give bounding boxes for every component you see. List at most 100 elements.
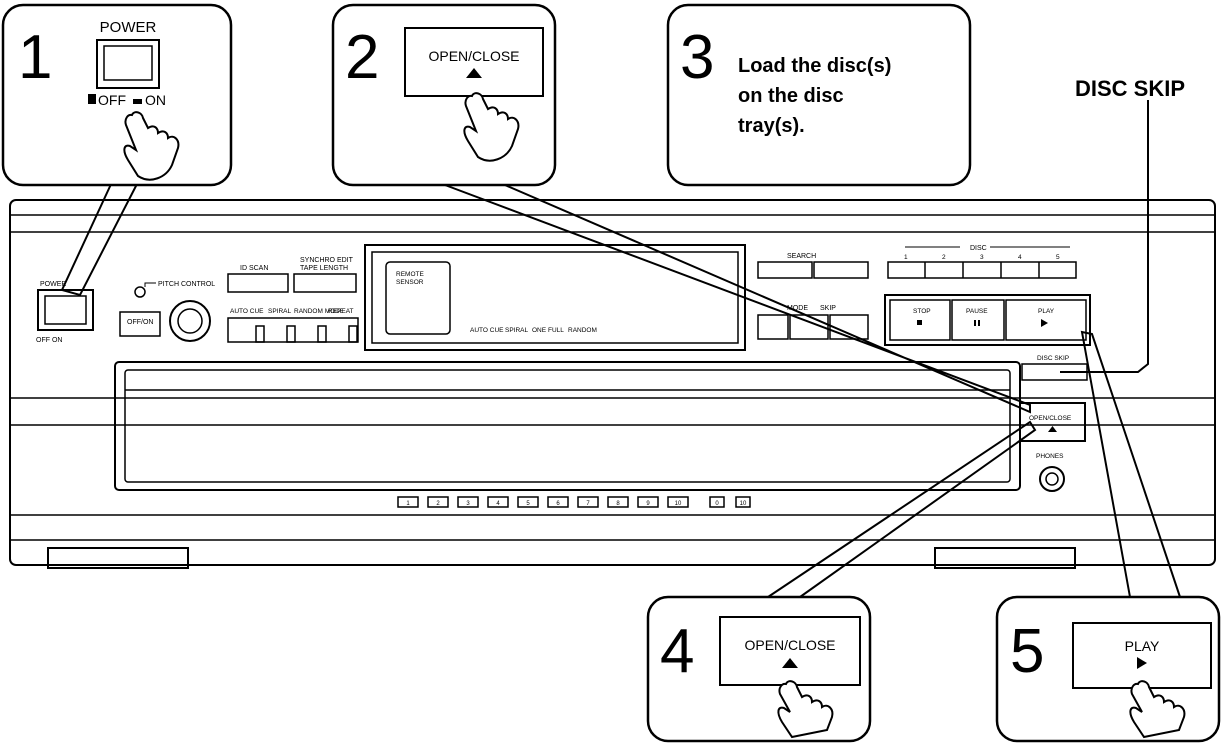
step-1-power-label: POWER <box>100 19 157 36</box>
synchro-edit-label: SYNCHRO EDIT <box>300 257 354 264</box>
step-3-text-line-3: tray(s). <box>738 115 805 137</box>
number-key-3[interactable] <box>457 496 479 508</box>
stop-icon <box>917 320 922 325</box>
sensor-label: SENSOR <box>396 279 424 286</box>
prog-mode-label: MODE <box>787 305 808 312</box>
skip-back-button[interactable] <box>789 314 829 340</box>
stop-button[interactable] <box>889 299 951 341</box>
step-3-text-line-2: on the disc <box>738 85 844 107</box>
number-key-10[interactable] <box>667 496 689 508</box>
number-key-label-2: 2 <box>436 501 440 507</box>
disc-number-1: 1 <box>904 254 908 261</box>
step-2-button-label: OPEN/CLOSE <box>428 48 519 64</box>
number-keys <box>397 496 751 508</box>
number-key-label-plus10: 10 <box>740 501 747 507</box>
callout-step2 <box>444 184 1031 414</box>
auto-cue-button[interactable] <box>255 325 265 343</box>
number-key-6[interactable] <box>547 496 569 508</box>
phones-label: PHONES <box>1036 453 1064 460</box>
number-key-label-1: 1 <box>406 501 410 507</box>
open-close-button[interactable] <box>1019 402 1086 442</box>
pitch-knob-inner <box>177 308 203 334</box>
number-key-0[interactable] <box>709 496 725 508</box>
step-4-button-label: OPEN/CLOSE <box>744 637 835 653</box>
power-switch-button[interactable] <box>44 295 87 325</box>
step-5-number: 5 <box>1010 617 1044 686</box>
number-key-1[interactable] <box>397 496 419 508</box>
number-key-5[interactable] <box>517 496 539 508</box>
step-3-box <box>666 3 972 187</box>
callout-disc-skip <box>1060 100 1149 373</box>
step-3-text-line-1: Load the disc(s) <box>738 55 891 77</box>
phones-jack-inner[interactable] <box>1045 472 1059 486</box>
number-key-label-4: 4 <box>496 501 500 507</box>
mode-label-random-mode: RANDOM MODE <box>294 308 345 315</box>
search-forward-button[interactable] <box>813 261 869 279</box>
step-5-button-label: PLAY <box>1125 638 1160 654</box>
step-2-pointing-hand-icon <box>463 92 520 162</box>
callout-step5 <box>1080 330 1181 598</box>
search-back-button[interactable] <box>757 261 813 279</box>
repeat-button[interactable] <box>348 325 358 343</box>
pause-label: PAUSE <box>966 308 988 315</box>
id-scan-label: ID SCAN <box>240 265 268 272</box>
right-foot <box>934 547 1076 569</box>
pitch-bracket <box>144 282 156 287</box>
pitch-indicator-lamp <box>134 286 146 298</box>
cd-player-body <box>9 199 1216 569</box>
number-key-7[interactable] <box>577 496 599 508</box>
display-label-auto-cue: AUTO CUE <box>470 327 504 334</box>
step-3-number: 3 <box>680 23 714 92</box>
synchro-edit-button[interactable] <box>293 273 357 293</box>
pitch-control-knob[interactable] <box>169 300 211 342</box>
play-icon <box>1041 319 1048 327</box>
callout-step4 <box>767 420 1037 598</box>
disc-button-bar <box>887 261 1077 279</box>
pitch-knob-outer <box>169 300 211 342</box>
disc-select-buttons <box>887 261 1077 279</box>
remote-sensor <box>385 261 451 335</box>
step-1-on-icon <box>133 99 142 104</box>
number-key-2[interactable] <box>427 496 449 508</box>
step-5-pointing-hand-icon <box>1129 680 1186 739</box>
random-mode-button[interactable] <box>317 325 327 343</box>
play-button[interactable] <box>1005 299 1087 341</box>
id-scan-button[interactable] <box>227 273 289 293</box>
mode-label-auto-cue: AUTO CUE <box>230 308 264 315</box>
callout-lines <box>60 100 1181 598</box>
step-1-off-icon <box>88 94 96 104</box>
power-switch[interactable] <box>37 289 94 331</box>
prog-mode-button[interactable] <box>757 314 789 340</box>
player-disc-skip-label: DISC SKIP <box>1037 355 1069 362</box>
number-key-plus10[interactable] <box>735 496 751 508</box>
pause-button[interactable] <box>951 299 1005 341</box>
mode-label-repeat: REPEAT <box>328 308 354 315</box>
number-key-label-0: 0 <box>715 501 719 507</box>
callout-step1 <box>60 181 139 297</box>
left-foot <box>47 547 189 569</box>
pitch-control-label: PITCH CONTROL <box>158 281 215 288</box>
spiral-button[interactable] <box>286 325 296 343</box>
mode-button-bar <box>227 317 359 343</box>
pitch-off-on-button[interactable] <box>119 311 161 337</box>
number-key-8[interactable] <box>607 496 629 508</box>
display-label-spiral: SPIRAL <box>505 327 529 334</box>
display-label-one: ONE <box>532 327 547 334</box>
transport-frame <box>884 294 1091 346</box>
step-1-number: 1 <box>18 23 52 92</box>
step-2-number: 2 <box>345 23 379 92</box>
number-key-4[interactable] <box>487 496 509 508</box>
skip-forward-button[interactable] <box>829 314 869 340</box>
step-1-off-label: OFF <box>98 92 126 108</box>
remote-label: REMOTE <box>396 271 424 278</box>
search-label: SEARCH <box>787 253 816 260</box>
number-key-9[interactable] <box>637 496 659 508</box>
disc-skip-callout-label: DISC SKIP <box>1075 76 1185 101</box>
step-4-eject-icon <box>782 658 798 668</box>
number-key-label-7: 7 <box>586 501 590 507</box>
step-1-power-button[interactable] <box>103 45 153 81</box>
pause-icon <box>974 320 980 326</box>
tape-length-label: TAPE LENGTH <box>300 265 348 272</box>
player-off-on-label: OFF ON <box>36 337 62 344</box>
